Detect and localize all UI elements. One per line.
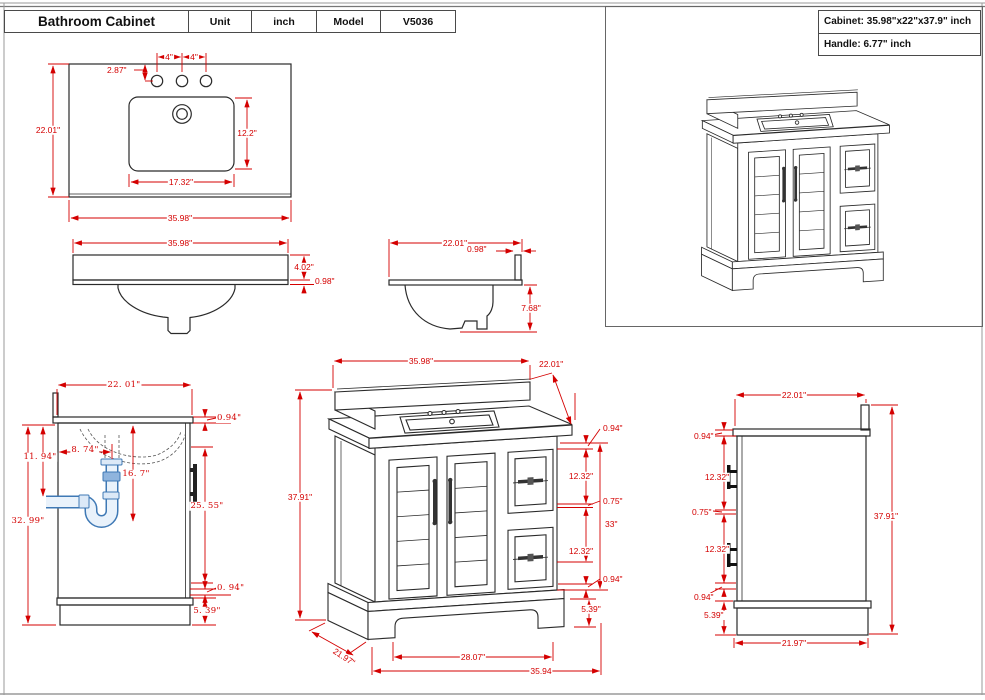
dim-section-trap-height: 11. 94": [22, 451, 58, 462]
dim-side-top-rail: 0.94": [693, 431, 715, 441]
dim-side-base-height: 5.39": [703, 610, 725, 620]
dim-side-drawer-lower: 12.32": [703, 543, 731, 554]
page-title: Bathroom Cabinet: [4, 10, 189, 33]
unit-value: inch: [252, 10, 317, 33]
dim-front-depth: 22.01": [538, 359, 565, 369]
cabinet-section-view: [52, 392, 197, 626]
dim-side-gap: 0.75": [691, 507, 713, 517]
dim-plan-sink-depth: 12.2": [236, 127, 258, 138]
dim-section-depth: 22. 01": [106, 379, 142, 390]
dim-front-arch-width: 28.07": [459, 651, 487, 662]
dim-frontedge-height: 4.02": [293, 261, 315, 272]
dim-frontedge-thickness: 0.98": [314, 276, 336, 286]
model-label: Model: [317, 10, 381, 33]
dim-front-base-width: 35.94: [529, 665, 553, 676]
cabinet-side-view: [727, 404, 872, 636]
dim-side-depth: 22.01": [780, 389, 808, 400]
unit-label: Unit: [189, 10, 252, 33]
countertop-plan-view: [68, 63, 292, 198]
dim-plan-hole-gap2: 4": [189, 51, 199, 62]
dim-side-drawer-upper: 12.32": [703, 471, 731, 482]
dim-plan-hole-gap1: 4": [164, 51, 174, 62]
handle-size: Handle: 6.77" inch: [818, 33, 981, 56]
dim-side-height: 37.91": [872, 510, 900, 521]
dim-section-drain-height: 16. 7": [121, 468, 151, 479]
dim-front-base-height: 5.39": [580, 603, 602, 614]
dim-front-width: 35.98": [407, 355, 435, 366]
dim-frontedge-width: 35.98": [166, 237, 194, 248]
dim-front-height: 37.91": [286, 491, 314, 502]
dim-side-bottom-rail: 0.94": [693, 592, 715, 602]
dim-sideedge-depth: 22.01": [441, 237, 469, 248]
info-box: Cabinet: 35.98"x22"x37.9" inch Handle: 6…: [818, 10, 981, 56]
dim-section-drain-offset: 8. 74": [70, 444, 100, 455]
dim-sideedge-backsplash: 0.98": [466, 244, 488, 254]
isometric-view-frame: [605, 6, 983, 327]
dim-section-top-rail: 0.94": [216, 413, 243, 423]
cabinet-front-perspective: [326, 378, 573, 641]
model-value: V5036: [381, 10, 456, 33]
counter-side-edge-view: [388, 254, 523, 330]
dim-plan-hole-offset: 2.87": [106, 65, 128, 75]
dim-sideedge-bowl-depth: 7.68": [520, 302, 542, 313]
dim-front-drawer-lower: 12.32": [567, 545, 595, 556]
dim-section-door-height: 25. 55": [189, 500, 225, 511]
p-trap-pipe: [46, 458, 123, 528]
dim-section-bottom-rail: 0. 94": [216, 583, 246, 593]
title-block: Bathroom Cabinet Unit inch Model V5036: [4, 10, 456, 33]
dim-front-gap: 0.75": [602, 496, 624, 506]
counter-front-edge-view: [72, 254, 289, 335]
dim-side-base-depth: 21.97": [780, 637, 808, 648]
dim-plan-width: 35.98": [166, 212, 194, 223]
dim-front-drawer-upper: 12.32": [567, 470, 595, 481]
dim-section-base-height: 5. 39": [192, 605, 222, 616]
dim-section-total-height: 32. 99": [10, 515, 46, 526]
dimension-lines: [22, 53, 898, 675]
dim-front-bottom-rail: 0.94": [602, 574, 624, 584]
dim-front-door-height: 33": [604, 519, 619, 529]
dim-plan-sink-width: 17.32": [167, 176, 195, 187]
dim-plan-depth: 22.01": [34, 124, 62, 135]
dim-front-top-rail: 0.94": [602, 423, 624, 433]
cabinet-size: Cabinet: 35.98"x22"x37.9" inch: [818, 10, 981, 34]
